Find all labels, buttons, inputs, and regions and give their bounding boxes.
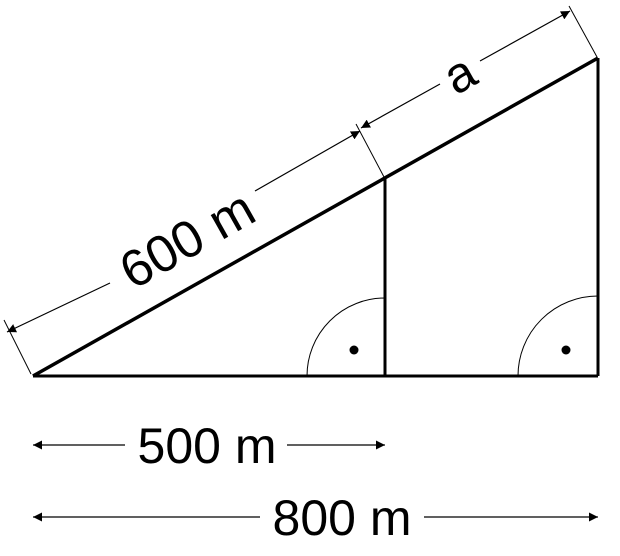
dimension-arrow-600m-right <box>254 130 361 192</box>
large-right-angle-arc <box>517 295 599 377</box>
base-large-label: 800 m <box>273 490 412 546</box>
large-right-angle-dot <box>561 345 571 355</box>
dimension-arrow-a-right <box>479 10 571 62</box>
small-right-angle-arc <box>306 297 386 377</box>
base-small-label: 500 m <box>138 418 277 474</box>
extension-line-start <box>3 319 32 375</box>
dimension-arrow-600m-left <box>6 282 111 333</box>
small-right-angle-dot <box>349 345 359 355</box>
hypotenuse-extra-label: a <box>434 43 486 106</box>
extension-line-end <box>568 5 598 58</box>
hypotenuse-small-label: 600 m <box>110 179 264 300</box>
extension-line-middle <box>355 123 385 178</box>
dimension-arrow-a-left <box>360 83 441 129</box>
hypotenuse-line <box>32 56 599 378</box>
